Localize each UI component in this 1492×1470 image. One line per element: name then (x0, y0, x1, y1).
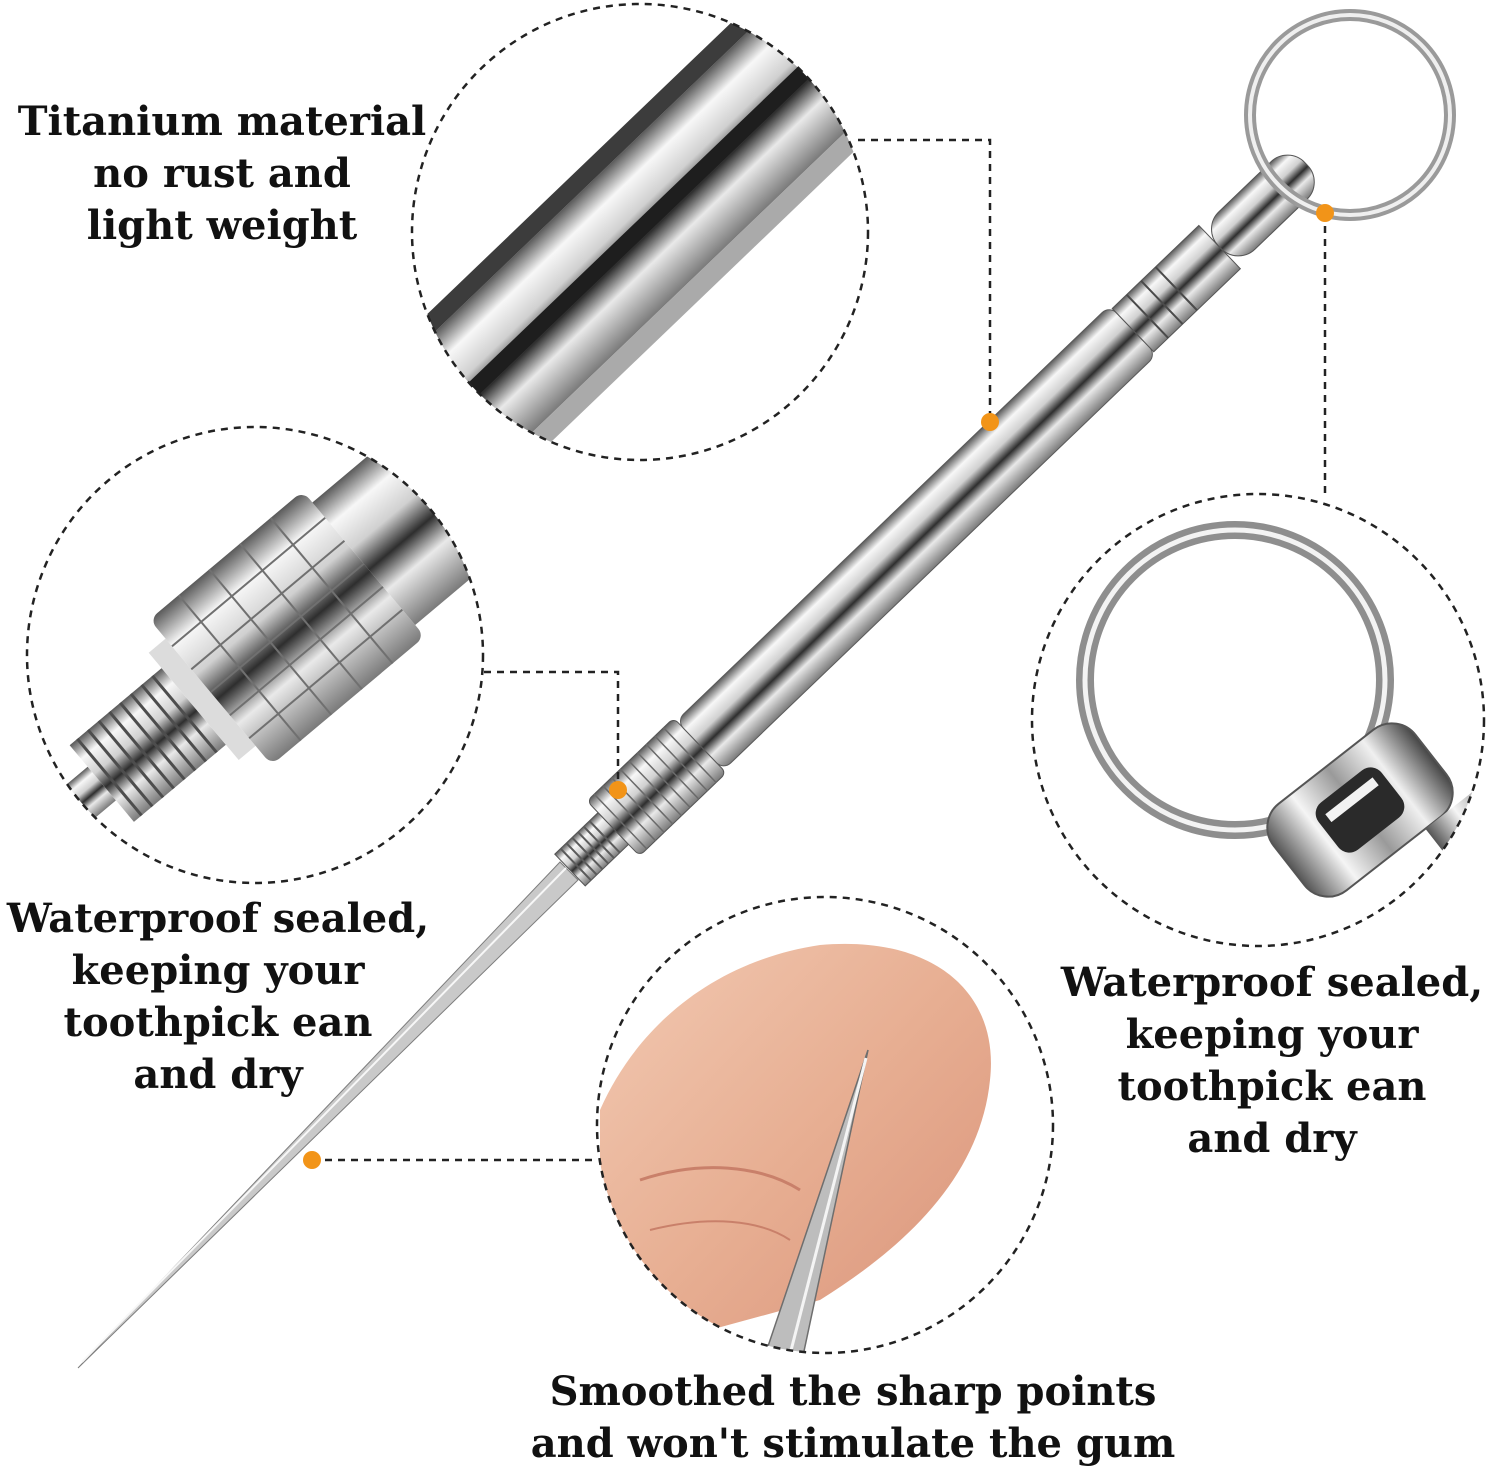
waterproof-left-line-3: toothpick ean (63, 999, 373, 1046)
ring-detail-frame (1030, 492, 1486, 948)
thread-callout-dot (609, 781, 627, 799)
titanium-caption-line-3: light weight (86, 202, 358, 249)
waterproof-left-caption: Waterproof sealed, keeping your toothpic… (0, 893, 436, 1101)
fingertip (600, 943, 991, 1353)
thread-detail-frame (25, 425, 485, 885)
tube-callout-line (858, 138, 992, 422)
tip-detail-frame (595, 895, 1055, 1355)
titanium-caption-line-2: no rust and (93, 150, 351, 197)
toothpick-end-cap (1211, 154, 1315, 257)
waterproof-left-line-2: keeping your (71, 947, 365, 994)
tip-detail-view (595, 895, 1055, 1355)
waterproof-right-line-2: keeping your (1125, 1011, 1419, 1058)
waterproof-right-caption: Waterproof sealed, keeping your toothpic… (1054, 957, 1490, 1165)
toothpick-needle (77, 861, 579, 1369)
thread-detail-view (25, 425, 485, 885)
titanium-caption: Titanium material no rust and light weig… (12, 96, 432, 252)
tip-detail-needle (758, 1049, 869, 1353)
waterproof-left-line-4: and dry (133, 1051, 303, 1098)
callout-dots (303, 204, 1334, 1169)
smoothed-caption-line-1: Smoothed the sharp points (549, 1368, 1157, 1415)
tube-callout-dot (981, 413, 999, 431)
tip-callout-dot (303, 1151, 321, 1169)
ring-callout-dot (1316, 204, 1334, 222)
thread-callout-line (484, 670, 620, 790)
main-toothpick (77, 9, 1456, 1369)
smoothed-caption-line-2: and won't stimulate the gum (530, 1420, 1176, 1467)
callout-connectors (312, 138, 1327, 1162)
titanium-caption-line-1: Titanium material (17, 98, 427, 145)
waterproof-left-line-1: Waterproof sealed, (6, 895, 430, 942)
ring-detail-view (1030, 492, 1486, 948)
waterproof-right-line-1: Waterproof sealed, (1060, 959, 1484, 1006)
tube-detail-frame (410, 2, 870, 462)
waterproof-right-line-3: toothpick ean (1117, 1063, 1427, 1110)
waterproof-right-line-4: and dry (1187, 1115, 1357, 1162)
smoothed-caption: Smoothed the sharp points and won't stim… (508, 1366, 1198, 1470)
